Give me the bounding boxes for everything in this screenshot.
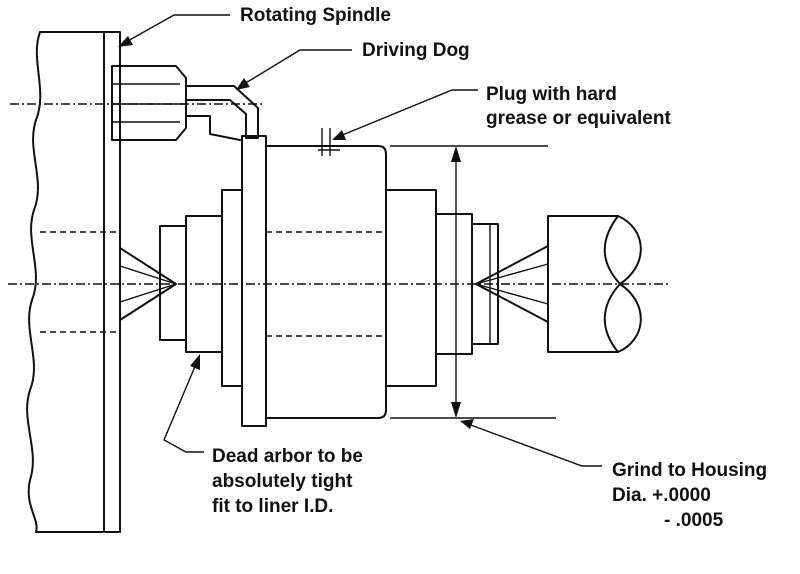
arrow-grind	[460, 419, 474, 429]
spindle-faceplate	[26, 31, 121, 533]
dog-tail-lower	[185, 115, 241, 141]
housing-body	[265, 145, 387, 419]
leader-plug	[339, 89, 478, 137]
label-arbor-line1: Dead arbor to be	[212, 446, 363, 467]
leader-rotating-spindle	[125, 14, 230, 43]
housing-right-step	[385, 189, 437, 387]
label-grind-line2: Dia. +.0000	[612, 485, 711, 506]
label-plug-line1: Plug with hard	[486, 84, 617, 105]
driving-dog	[111, 65, 187, 141]
housing-left-step	[221, 189, 243, 387]
leader-grind	[467, 423, 602, 467]
label-rotating-spindle: Rotating Spindle	[240, 5, 391, 26]
right-cone-inner-bottom	[475, 283, 549, 305]
label-plug-line2: grease or equivalent	[486, 108, 671, 129]
left-cone-inner-top	[119, 265, 177, 285]
label-grind-line3: - .0005	[664, 510, 724, 531]
arrow-plug	[332, 130, 346, 140]
left-cone-inner-bottom	[119, 283, 177, 303]
right-cone-inner-top	[475, 263, 549, 285]
label-arbor-line2: absolutely tight	[212, 471, 353, 492]
label-grind-line1: Grind to Housing	[612, 460, 768, 481]
arrow-dead-arbor	[190, 354, 200, 370]
arbor-left-end	[159, 225, 187, 341]
dog-tail	[185, 85, 259, 139]
housing-flange	[241, 135, 267, 427]
label-arbor-line3: fit to liner I.D.	[212, 496, 334, 517]
arrow-rotating-spindle	[118, 36, 133, 47]
dim-arrow-bottom	[451, 402, 461, 418]
dim-arrow-top	[451, 146, 461, 162]
leader-dead-arbor	[163, 363, 204, 453]
arrow-driving-dog	[236, 78, 250, 90]
leader-driving-dog	[243, 49, 352, 85]
label-driving-dog: Driving Dog	[362, 40, 470, 61]
